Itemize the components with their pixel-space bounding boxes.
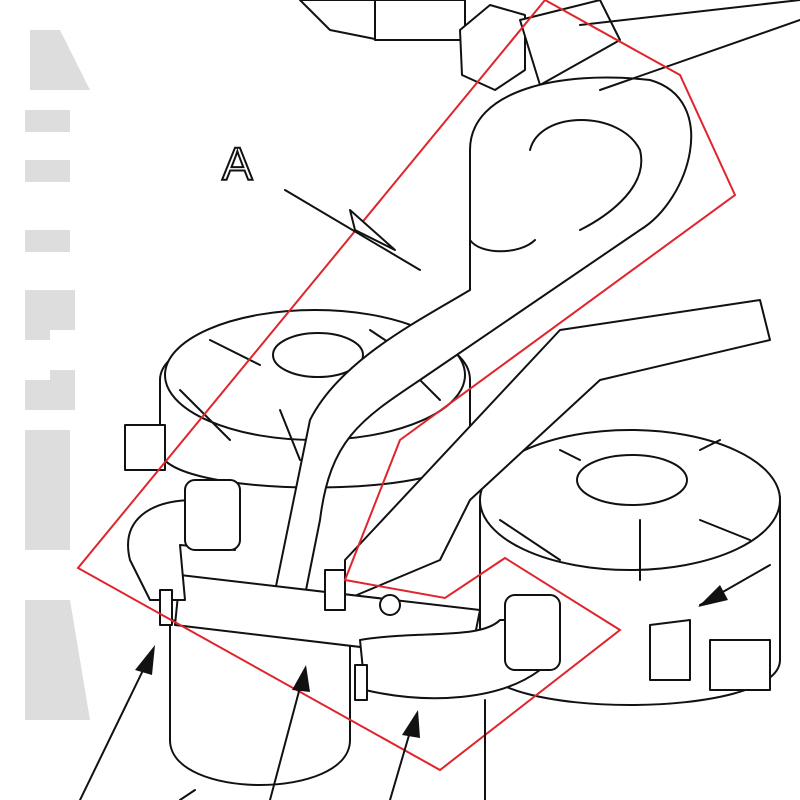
lower-manifold <box>127 479 561 786</box>
highlight-outline <box>76 0 737 772</box>
callout-pointer <box>284 189 421 271</box>
leader-arrows <box>79 564 771 800</box>
callout-label-a: A <box>222 138 253 190</box>
top-fittings <box>299 0 621 91</box>
watermark <box>25 30 90 720</box>
main-pipe <box>264 0 800 641</box>
